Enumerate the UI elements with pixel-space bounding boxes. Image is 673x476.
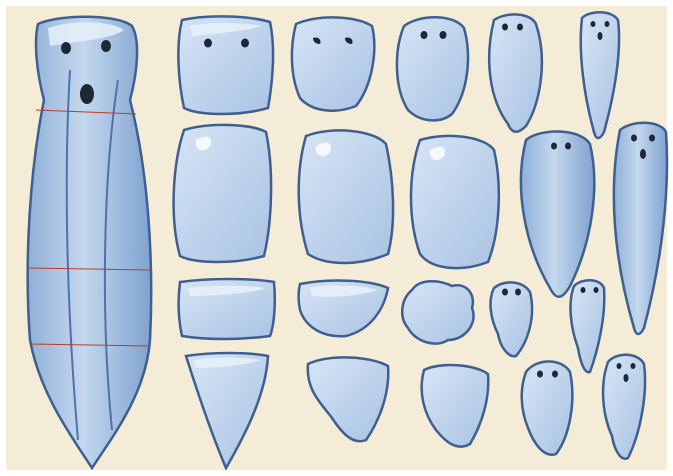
mouth-icon — [598, 32, 603, 40]
eyespot-icon — [241, 39, 249, 48]
star-fragment — [402, 281, 473, 343]
eyespot-icon — [101, 40, 111, 52]
eyespot-icon — [565, 143, 571, 150]
mouth-icon — [624, 374, 629, 382]
eyespot-icon — [631, 135, 637, 142]
eyespot-icon — [631, 363, 636, 369]
trunk-fragment — [299, 130, 393, 263]
eyespot-icon — [515, 289, 521, 296]
trunk-fragment — [411, 136, 499, 268]
eyespot-icon — [649, 135, 655, 142]
eyespot-icon — [552, 371, 558, 378]
eyespot-icon — [594, 287, 599, 293]
eyespot-icon — [617, 363, 622, 369]
eyespot-icon — [517, 24, 523, 31]
head-regenerant — [397, 17, 468, 120]
eyespot-icon — [502, 289, 508, 296]
eyespot-icon — [605, 21, 610, 27]
regenerating-head-fragment — [292, 17, 374, 110]
mouth-icon — [80, 84, 94, 104]
eyespot-icon — [591, 21, 596, 27]
mouth-icon — [640, 149, 646, 159]
trunk-fragment — [174, 125, 271, 262]
eyespot-icon — [61, 42, 71, 54]
eyespot-icon — [421, 31, 428, 39]
eyespot-icon — [204, 39, 212, 48]
eyespot-icon — [581, 287, 586, 293]
eyespot-icon — [440, 31, 447, 39]
eyespot-icon — [537, 371, 543, 378]
eyespot-icon — [502, 24, 508, 31]
eyespot-icon — [551, 143, 557, 150]
